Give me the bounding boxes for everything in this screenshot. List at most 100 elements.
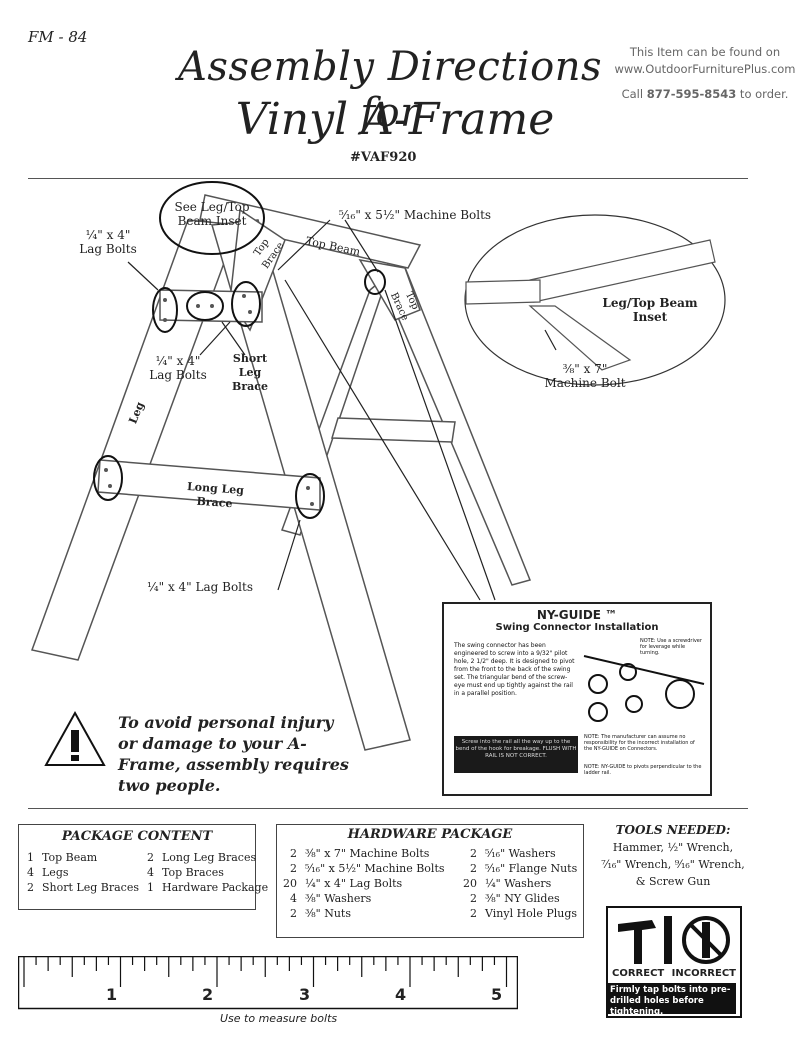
lag-bolt-circle-1: [152, 287, 178, 333]
package-content-table: 1 Top Beam 2 Long Leg Braces 4 Legs 4 Top Br…: [23, 850, 272, 895]
qty: 2: [27, 881, 34, 894]
promo-phone[interactable]: 877-595-8543: [646, 87, 737, 101]
nyguide-dark-box: Screw into the rail all the way up to th…: [454, 736, 578, 773]
promo-line-1: This Item can be found on: [629, 45, 781, 59]
top-divider: [28, 178, 748, 179]
qty: 4: [290, 892, 297, 905]
qty: 2: [290, 907, 297, 920]
item: Legs: [42, 866, 69, 879]
item: ³⁄₈" NY Glides: [485, 892, 560, 905]
inset-illustration: [464, 214, 726, 386]
table-row: 2 ⁵⁄₁₆" x 5½" Machine Bolts 2 ⁵⁄₁₆" Flange…: [279, 861, 581, 876]
qty: 2: [290, 862, 297, 875]
item: ⁵⁄₁₆" x 5½" Machine Bolts: [305, 862, 445, 875]
inset-leg: [528, 305, 632, 371]
table-row: 4 Legs 4 Top Braces: [23, 865, 272, 880]
item: ³⁄₈" Washers: [305, 892, 372, 905]
item: ³⁄₈" Nuts: [305, 907, 351, 920]
item: Vinyl Hole Plugs: [485, 907, 578, 920]
bolt-guide-labels: CORRECT INCORRECT: [612, 968, 736, 979]
bolt-guide-note: Firmly tap bolts into pre-drilled holes …: [608, 983, 736, 1017]
qty: 2: [470, 847, 477, 860]
label-short-leg-brace: Short Leg Brace: [232, 352, 268, 393]
machine-bolt-circle: [364, 269, 386, 295]
ruler-number-2: 2: [202, 985, 214, 1004]
model-number: #VAF920: [350, 150, 417, 165]
table-row: 1 Top Beam 2 Long Leg Braces: [23, 850, 272, 865]
table-row: 2 ³⁄₈" Nuts 2 Vinyl Hole Plugs: [279, 906, 581, 921]
tools-needed: TOOLS NEEDED: Hammer, ½" Wrench, ⁷⁄₁₆" W…: [598, 822, 748, 890]
nyguide-note-1: NOTE: Use a screwdriver for leverage whi…: [640, 638, 702, 656]
promo-order: to order.: [736, 87, 789, 101]
correct-label: CORRECT: [612, 968, 665, 979]
nyguide-title: NY-GUIDE ™: [536, 608, 618, 622]
nyguide-connector-icon: [583, 655, 705, 722]
item: ³⁄₈" x 7" Machine Bolts: [305, 847, 430, 860]
tools-heading: TOOLS NEEDED:: [615, 823, 731, 837]
promo-call: Call: [621, 87, 647, 101]
label-see-inset: See Leg/Top Beam Inset: [174, 200, 250, 228]
see-inset-circle: [159, 181, 265, 255]
qty: 1: [147, 881, 154, 894]
item: ⁵⁄₁₆" Washers: [485, 847, 556, 860]
qty: 2: [290, 847, 297, 860]
top-beam: [199, 194, 422, 269]
label-machine-bolts-516: ⁵⁄₁₆" x 5½" Machine Bolts: [338, 208, 492, 222]
item: ¼" Washers: [485, 877, 552, 890]
item: Top Braces: [162, 866, 224, 879]
lag-bolt-circle-3: [231, 281, 261, 327]
top-brace-right: [358, 258, 421, 321]
title-line-1: Assembly Directions for: [177, 44, 603, 136]
tools-line-2: ⁷⁄₁₆" Wrench, ⁹⁄₁₆" Wrench,: [601, 858, 745, 871]
lag-bolt-circle-4: [93, 455, 123, 501]
label-lag-bolts-mid: ¼" x 4" Lag Bolts: [149, 354, 207, 382]
ruler: [18, 956, 518, 1010]
qty: 2: [470, 862, 477, 875]
promo-line-3: Call 877-595-8543 to order.: [614, 86, 796, 103]
table-row: 2 ³⁄₈" x 7" Machine Bolts 2 ⁵⁄₁₆" Washers: [279, 846, 581, 861]
item: Long Leg Braces: [162, 851, 257, 864]
tools-line-1: Hammer, ½" Wrench,: [612, 841, 734, 854]
promo-block: This Item can be found on www.OutdoorFur…: [614, 44, 796, 103]
qty: 1: [27, 851, 34, 864]
label-lag-bolts-top: ¼" x 4" Lag Bolts: [79, 228, 137, 256]
table-row: 20 ¼" x 4" Lag Bolts 20 ¼" Washers: [279, 876, 581, 891]
ruler-number-3: 3: [299, 985, 311, 1004]
ruler-number-1: 1: [106, 985, 118, 1004]
qty: 20: [283, 877, 297, 890]
inset-beam-end: [465, 279, 541, 305]
qty: 20: [463, 877, 477, 890]
package-content-box: PACKAGE CONTENT 1 Top Beam 2 Long Leg Brac…: [18, 824, 268, 910]
nyguide-note-2: NOTE: The manufacturer can assume no res…: [584, 734, 695, 752]
item: Top Beam: [42, 851, 98, 864]
nyguide-subtitle: Swing Connector Installation: [495, 622, 659, 633]
hammer-bolt-icon: [618, 916, 730, 964]
qty: 2: [147, 851, 154, 864]
ruler-number-5: 5: [491, 985, 503, 1004]
warning-triangle-icon: [44, 710, 106, 766]
label-lag-bolts-bottom: ¼" x 4" Lag Bolts: [147, 580, 253, 594]
package-content-heading: PACKAGE CONTENT: [61, 829, 213, 844]
nyguide-body: The swing connector has been engineered …: [454, 642, 575, 697]
item: ¼" x 4" Lag Bolts: [305, 877, 403, 890]
tools-line-3: & Screw Gun: [635, 875, 711, 888]
qty: 4: [147, 866, 154, 879]
warning-text: To avoid personal injury or damage to yo…: [118, 713, 349, 795]
nyguide-box: NY-GUIDE ™ Swing Connector Installation …: [442, 602, 712, 796]
inset-title: Leg/Top Beam Inset: [602, 296, 698, 324]
qty: 4: [27, 866, 34, 879]
ruler-caption: Use to measure bolts: [220, 1012, 338, 1025]
promo-url[interactable]: www.OutdoorFurniturePlus.com: [614, 62, 796, 76]
incorrect-label: INCORRECT: [671, 968, 736, 979]
item: ⁵⁄₁₆" Flange Nuts: [485, 862, 578, 875]
qty: 2: [470, 907, 477, 920]
label-machine-bolt-38: ³⁄₈" x 7" Machine Bolt: [544, 362, 626, 390]
bolt-guide: CORRECT INCORRECT Firmly tap bolts into …: [606, 906, 742, 1018]
bottom-divider: [28, 808, 748, 809]
item: Short Leg Braces: [42, 881, 139, 894]
document-code: FM - 84: [28, 28, 88, 46]
